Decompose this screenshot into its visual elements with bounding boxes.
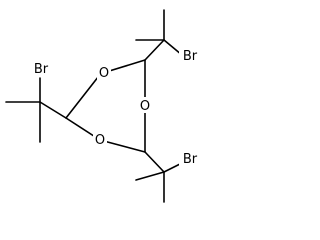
bond-top-right-c-to-quaternary-c (144, 39, 165, 61)
atom-labels: O O O Br Br Br (31, 47, 201, 167)
atom-bromine-bottom-right: Br (183, 152, 198, 167)
molecule-diagram: O O O Br Br Br (5, 9, 201, 203)
atom-oxygen-right: O (140, 99, 150, 114)
atom-bromine-left: Br (34, 62, 49, 77)
bonds (5, 9, 183, 203)
bond-ring-left-c-to-top-o (65, 71, 103, 119)
bond-left-c-to-quaternary-c (39, 101, 67, 119)
atom-oxygen-top: O (99, 66, 109, 81)
atom-oxygen-left: O (95, 133, 105, 148)
bond-bottom-right-c-to-quaternary-c (144, 151, 165, 173)
bond-ring-bottom-right-c-to-left-o (99, 139, 146, 153)
bond-bottom-right-quaternary-to-methyl-left (135, 171, 165, 181)
atom-bromine-top-right: Br (183, 49, 198, 64)
bond-ring-top-o-to-top-right-c (105, 59, 146, 73)
